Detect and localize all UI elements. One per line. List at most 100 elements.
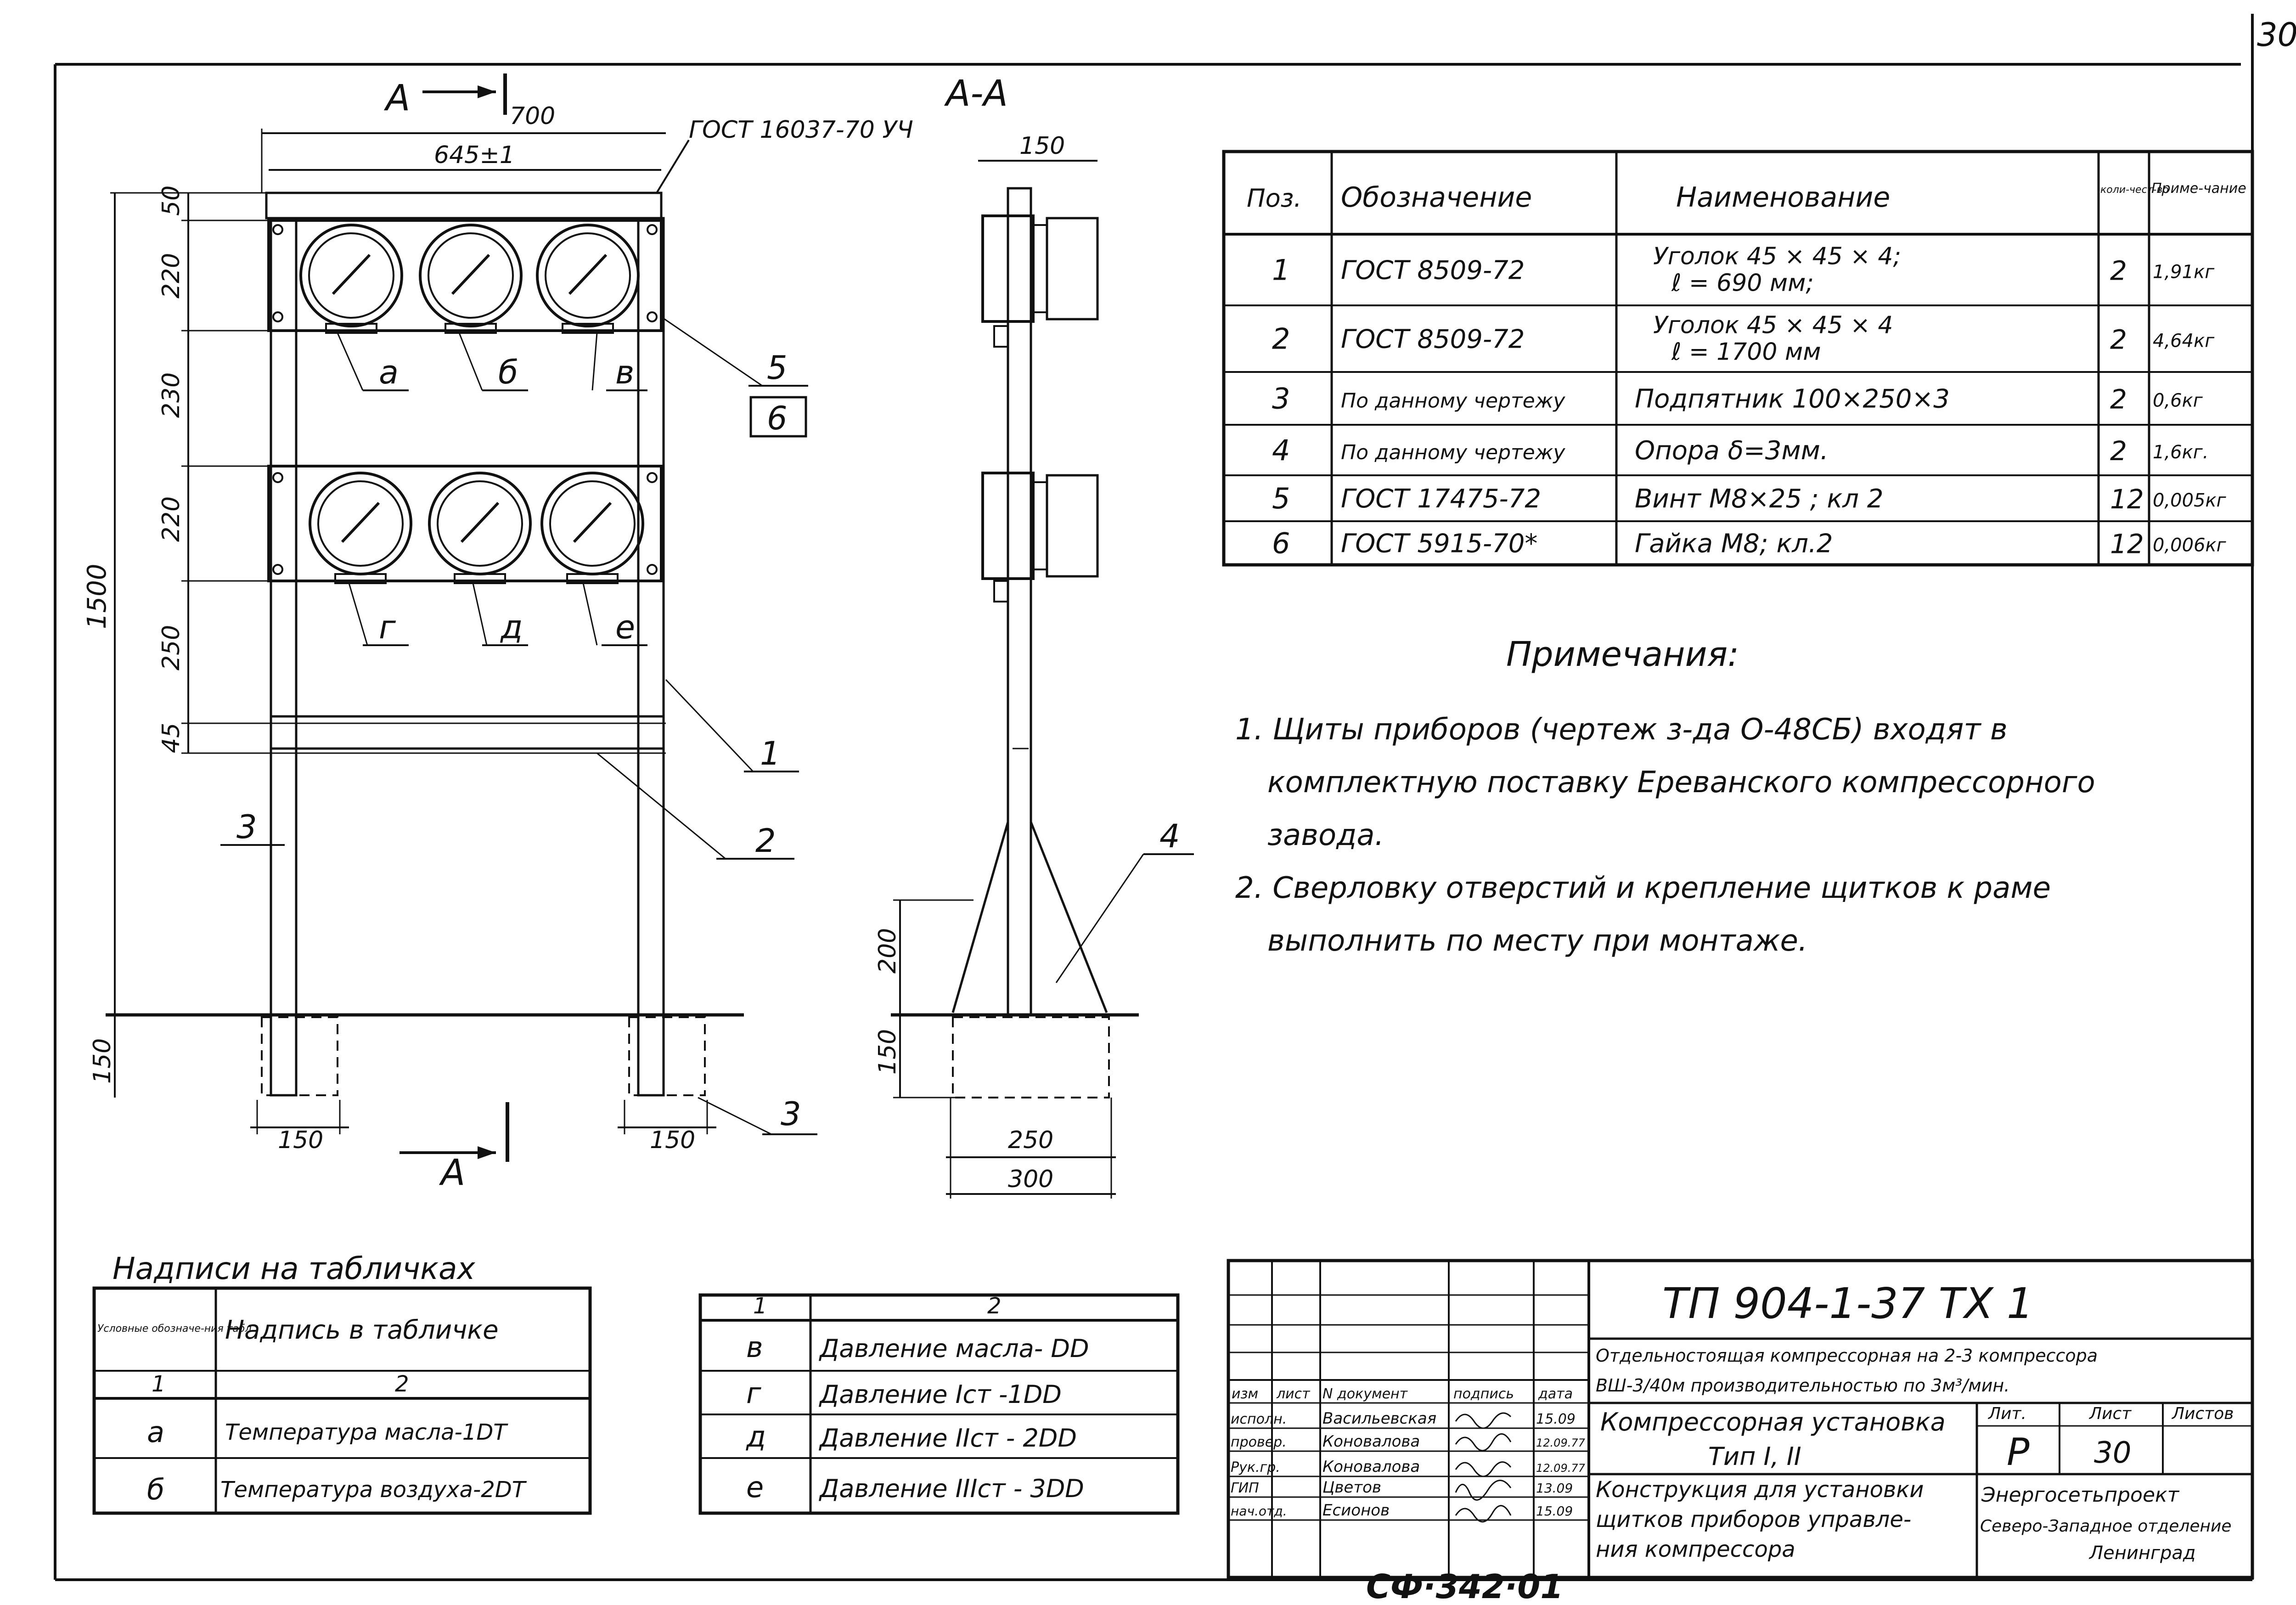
plates-table-2: 1 2 в Давление масла- DD г Давление Iст … — [698, 1293, 1180, 1515]
side-dim-150: 150 — [874, 1029, 901, 1075]
tb-desc-2: ВШ-3/40м производительностью по 3м³/мин. — [1596, 1375, 2009, 1396]
spec-note: 1,91кг — [2153, 262, 2215, 283]
note-line-5: выполнить по месту при монтаже. — [1267, 924, 1807, 958]
side-dim-200: 200 — [874, 928, 901, 974]
side-view: А-А 150 200 150 250 300 4 — [874, 73, 1194, 1199]
plates2-row3-mark: д — [746, 1420, 766, 1453]
spec-name-line1: Уголок 45 × 45 × 4; — [1653, 243, 1901, 270]
letter-b: б — [498, 354, 518, 391]
lower-gauge-panel — [267, 465, 663, 582]
spec-name-line2: ℓ = 690 мм; — [1671, 270, 1814, 297]
notes-title: Примечания: — [1506, 635, 1739, 674]
spec-head-name: Наименование — [1676, 181, 1890, 214]
tb-role-1: исполн. — [1231, 1411, 1287, 1427]
side-dim-300: 300 — [1008, 1166, 1053, 1193]
spec-pos: 3 — [1272, 382, 1290, 416]
plates2-n2: 2 — [987, 1293, 1002, 1319]
spec-table: Поз. Обозначение Наименование коли-чест-… — [1222, 150, 2254, 567]
spec-note: 1,6кг. — [2153, 442, 2209, 463]
dim-v-230: 230 — [158, 372, 185, 418]
section-mark-bottom: А — [439, 1152, 465, 1194]
gauge-e — [540, 472, 644, 584]
callout-6: 6 — [767, 400, 788, 437]
spec-qty: 2 — [2110, 384, 2127, 415]
spec-designation: ГОСТ 5915-70* — [1341, 529, 1537, 559]
spec-pos: 6 — [1272, 527, 1290, 560]
tb-subject-2: Тип I, II — [1708, 1442, 1801, 1471]
spec-name: Опора δ=3мм. — [1635, 436, 1829, 466]
dim-v-45: 45 — [158, 723, 185, 753]
plates-row2-mark: б — [147, 1473, 164, 1506]
front-view: А А 700 645±1 ГОСТ 16037-70 УЧ — [82, 73, 913, 1194]
tb-role-4: ГИП — [1231, 1480, 1259, 1496]
plates2-row4-text: Давление IIIст - 3DD — [819, 1474, 1084, 1503]
tb-org-3: Ленинград — [2088, 1543, 2196, 1564]
plates2-row4-mark: е — [746, 1470, 764, 1504]
tb-role-2: провер. — [1231, 1434, 1287, 1450]
side-dim-top: 150 — [1019, 132, 1065, 160]
spec-qty: 2 — [2110, 435, 2127, 467]
spec-pos: 5 — [1272, 482, 1290, 515]
tb-role-5: нач.отд. — [1231, 1504, 1287, 1519]
callout-3-right: 3 — [781, 1095, 801, 1133]
tb-col-izm: изм — [1232, 1386, 1258, 1402]
tb-date-4: 13.09 — [1536, 1481, 1573, 1496]
plates-n1: 1 — [152, 1371, 166, 1397]
gauge-b — [419, 224, 523, 334]
spec-name: Гайка М8; кл.2 — [1635, 529, 1833, 559]
tb-sheet-label: Лист — [2088, 1404, 2132, 1423]
spec-note: 0,006кг — [2153, 535, 2227, 556]
callout-4: 4 — [1159, 817, 1180, 855]
plates-h2: Надпись в табличке — [225, 1315, 499, 1345]
tb-org-2: Северо-Западное отделение — [1980, 1517, 2232, 1536]
tb-role-3: Рук.гр. — [1231, 1459, 1280, 1475]
callout-2: 2 — [755, 822, 776, 860]
dim-v-250: 250 — [158, 625, 185, 670]
side-dim-250: 250 — [1008, 1126, 1053, 1154]
tb-lit: Р — [2007, 1430, 2030, 1474]
tb-drawing-1: Конструкция для установки — [1596, 1477, 1924, 1503]
spec-designation: ГОСТ 8509-72 — [1341, 325, 1525, 355]
tb-lit-label: Лит. — [1987, 1404, 2026, 1423]
spec-pos: 1 — [1272, 253, 1290, 287]
spec-head-qty: коли-чест-во — [2100, 184, 2169, 196]
gauge-d — [428, 472, 532, 584]
plates-row1-text: Температура масла-1DТ — [225, 1419, 508, 1445]
letter-v: в — [615, 354, 634, 391]
tb-desc-1: Отдельностоящая компрессорная на 2-3 ком… — [1596, 1346, 2098, 1366]
note-line-4: 2. Сверловку отверстий и крепление щитко… — [1235, 871, 2051, 905]
tb-date-5: 15.09 — [1536, 1504, 1573, 1519]
spec-head-note: Приме-чание — [2151, 180, 2246, 197]
plates-n2: 2 — [395, 1371, 409, 1397]
sheet-corner-number: 30 — [2257, 16, 2296, 54]
tb-org-1: Энергосетьпроект — [1981, 1483, 2180, 1507]
tb-drawing-2: щитков приборов управле- — [1596, 1507, 1911, 1532]
plates2-row3-text: Давление IIст - 2DD — [819, 1424, 1077, 1453]
tb-name-2: Коновалова — [1322, 1432, 1420, 1451]
note-line-2: комплектную поставку Ереванского компрес… — [1267, 766, 2095, 800]
tb-drawing-3: ния компрессора — [1596, 1537, 1795, 1562]
plates2-row2-mark: г — [746, 1376, 761, 1410]
tb-subject-1: Компрессорная установка — [1600, 1408, 1946, 1436]
dim-found-w-right: 150 — [650, 1126, 695, 1154]
spec-name: Винт М8×25 ; кл 2 — [1635, 484, 1884, 514]
spec-name-line2: ℓ = 1700 мм — [1671, 338, 1821, 366]
archive-code: СФ·342·01 — [1366, 1567, 1563, 1605]
std-label: ГОСТ 16037-70 УЧ — [689, 116, 913, 144]
note-line-3: завода. — [1267, 818, 1384, 852]
spec-name: Подпятник 100×250×3 — [1635, 384, 1950, 414]
spec-note: 0,005кг — [2153, 490, 2227, 511]
dim-v-220a: 220 — [158, 253, 185, 298]
spec-designation: ГОСТ 8509-72 — [1341, 256, 1525, 286]
title-block: ТП 904-1-37 ТХ 1 Отдельностоящая компрес… — [1227, 1259, 2254, 1579]
letter-a: а — [379, 354, 399, 391]
callout-1: 1 — [760, 735, 781, 772]
plates-h1: Условные обозначе-ния табл. — [97, 1323, 255, 1335]
gauge-v — [536, 224, 640, 334]
plates2-n1: 1 — [753, 1293, 767, 1319]
spec-name-line1: Уголок 45 × 45 × 4 — [1653, 312, 1893, 339]
plates2-row1-mark: в — [746, 1330, 763, 1364]
tb-sheets-label: Листов — [2171, 1404, 2234, 1423]
tb-name-1: Васильевская — [1322, 1409, 1436, 1428]
